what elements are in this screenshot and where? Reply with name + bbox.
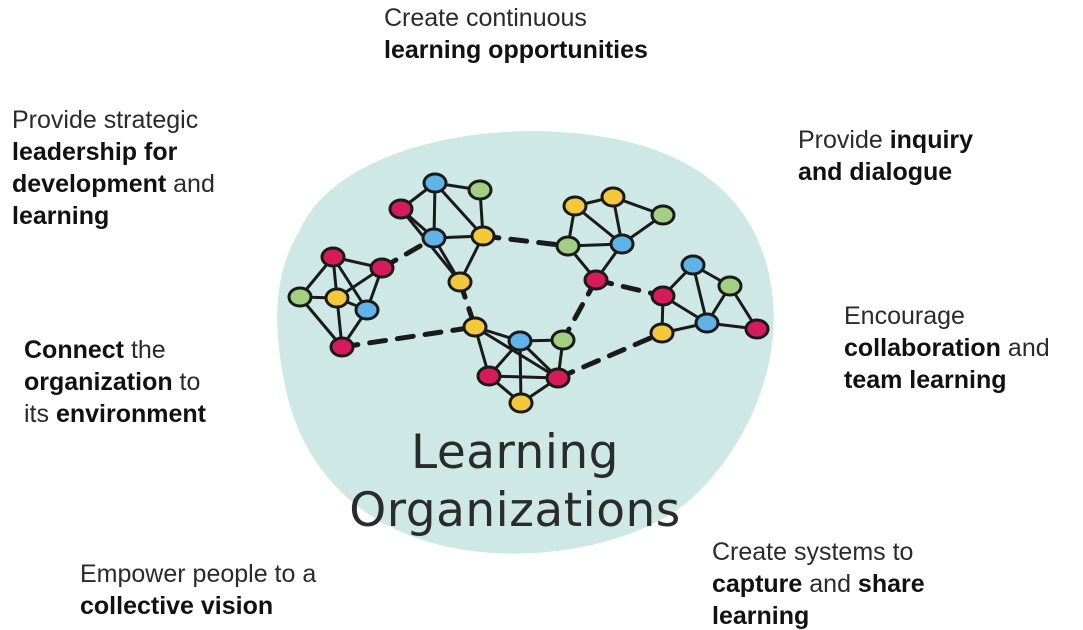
network-node — [462, 316, 488, 338]
network-node — [600, 186, 626, 208]
label-bold: inquiry — [889, 126, 974, 154]
network-node — [550, 329, 576, 351]
network-node — [680, 254, 706, 276]
network-node — [508, 392, 534, 414]
label-text: Empower people to a — [80, 560, 317, 588]
label-bold: environment — [55, 400, 206, 428]
network-node — [388, 198, 414, 220]
label-collaboration: Encourage collaboration and team learnin… — [844, 300, 1050, 396]
center-title-line1: Learning — [410, 425, 620, 480]
label-continuous-learning: Create continuous learning opportunities — [384, 2, 648, 66]
label-text: Create systems to — [712, 538, 914, 566]
label-text: Create continuous — [384, 4, 587, 32]
label-text: the — [124, 336, 166, 364]
network-node — [320, 246, 346, 268]
label-text: Encourage — [844, 302, 965, 330]
network-node — [467, 179, 493, 201]
network-node — [609, 233, 635, 255]
label-text: Provide strategic — [12, 106, 199, 134]
label-text: its — [24, 400, 56, 428]
network-node — [562, 195, 588, 217]
label-bold: share — [857, 570, 925, 598]
label-text: and — [802, 570, 858, 598]
center-title-line2: Organizations — [349, 483, 681, 538]
network-node — [470, 225, 496, 247]
label-connect-environment: Connect the organization to its environm… — [24, 334, 206, 430]
network-node — [744, 318, 770, 340]
dashed-connection — [339, 324, 478, 350]
network-node — [650, 204, 676, 226]
network-node — [649, 322, 675, 344]
label-capture-share: Create systems to capture and share lear… — [712, 536, 925, 630]
label-strategic-leadership: Provide strategic leadership for develop… — [12, 104, 215, 232]
network-node — [447, 271, 473, 293]
network-node — [287, 286, 313, 308]
network-edge — [473, 325, 560, 380]
network-node — [545, 367, 571, 389]
label-text: and — [166, 170, 215, 198]
network-nodes — [287, 172, 770, 414]
label-bold: learning opportunities — [384, 36, 648, 64]
label-bold: Connect — [24, 336, 124, 364]
network-node — [717, 275, 743, 297]
network-node — [476, 365, 502, 387]
label-bold: collaboration — [844, 334, 1001, 362]
center-title: Learning Organizations — [340, 424, 690, 540]
dashed-connection — [555, 330, 665, 381]
label-inquiry-dialogue: Provide inquiry and dialogue — [798, 124, 973, 188]
label-text: to — [172, 368, 201, 396]
network-node — [354, 299, 380, 321]
label-bold: capture — [712, 570, 803, 598]
network-node — [324, 287, 350, 309]
label-collective-vision: Empower people to a collective vision — [80, 558, 316, 622]
label-text: and — [1000, 334, 1050, 362]
label-bold: leadership for — [12, 138, 178, 166]
network-node — [369, 257, 395, 279]
label-bold: organization — [24, 368, 173, 396]
network-node — [329, 336, 355, 358]
label-bold: development — [12, 170, 167, 198]
label-bold: collective vision — [80, 592, 274, 620]
dashed-connection — [560, 277, 599, 343]
network-node — [421, 227, 447, 249]
dashed-connection — [480, 233, 571, 249]
network-node — [555, 235, 581, 257]
label-bold: learning — [712, 602, 810, 630]
label-text: Provide — [798, 126, 890, 154]
network-node — [583, 269, 609, 291]
network-node — [422, 172, 448, 194]
network-node — [507, 330, 533, 352]
network-edge — [433, 181, 485, 238]
network-node — [650, 285, 676, 307]
label-bold: team learning — [844, 366, 1007, 394]
label-bold: and dialogue — [798, 158, 953, 186]
network-node — [694, 312, 720, 334]
label-bold: learning — [12, 202, 110, 230]
